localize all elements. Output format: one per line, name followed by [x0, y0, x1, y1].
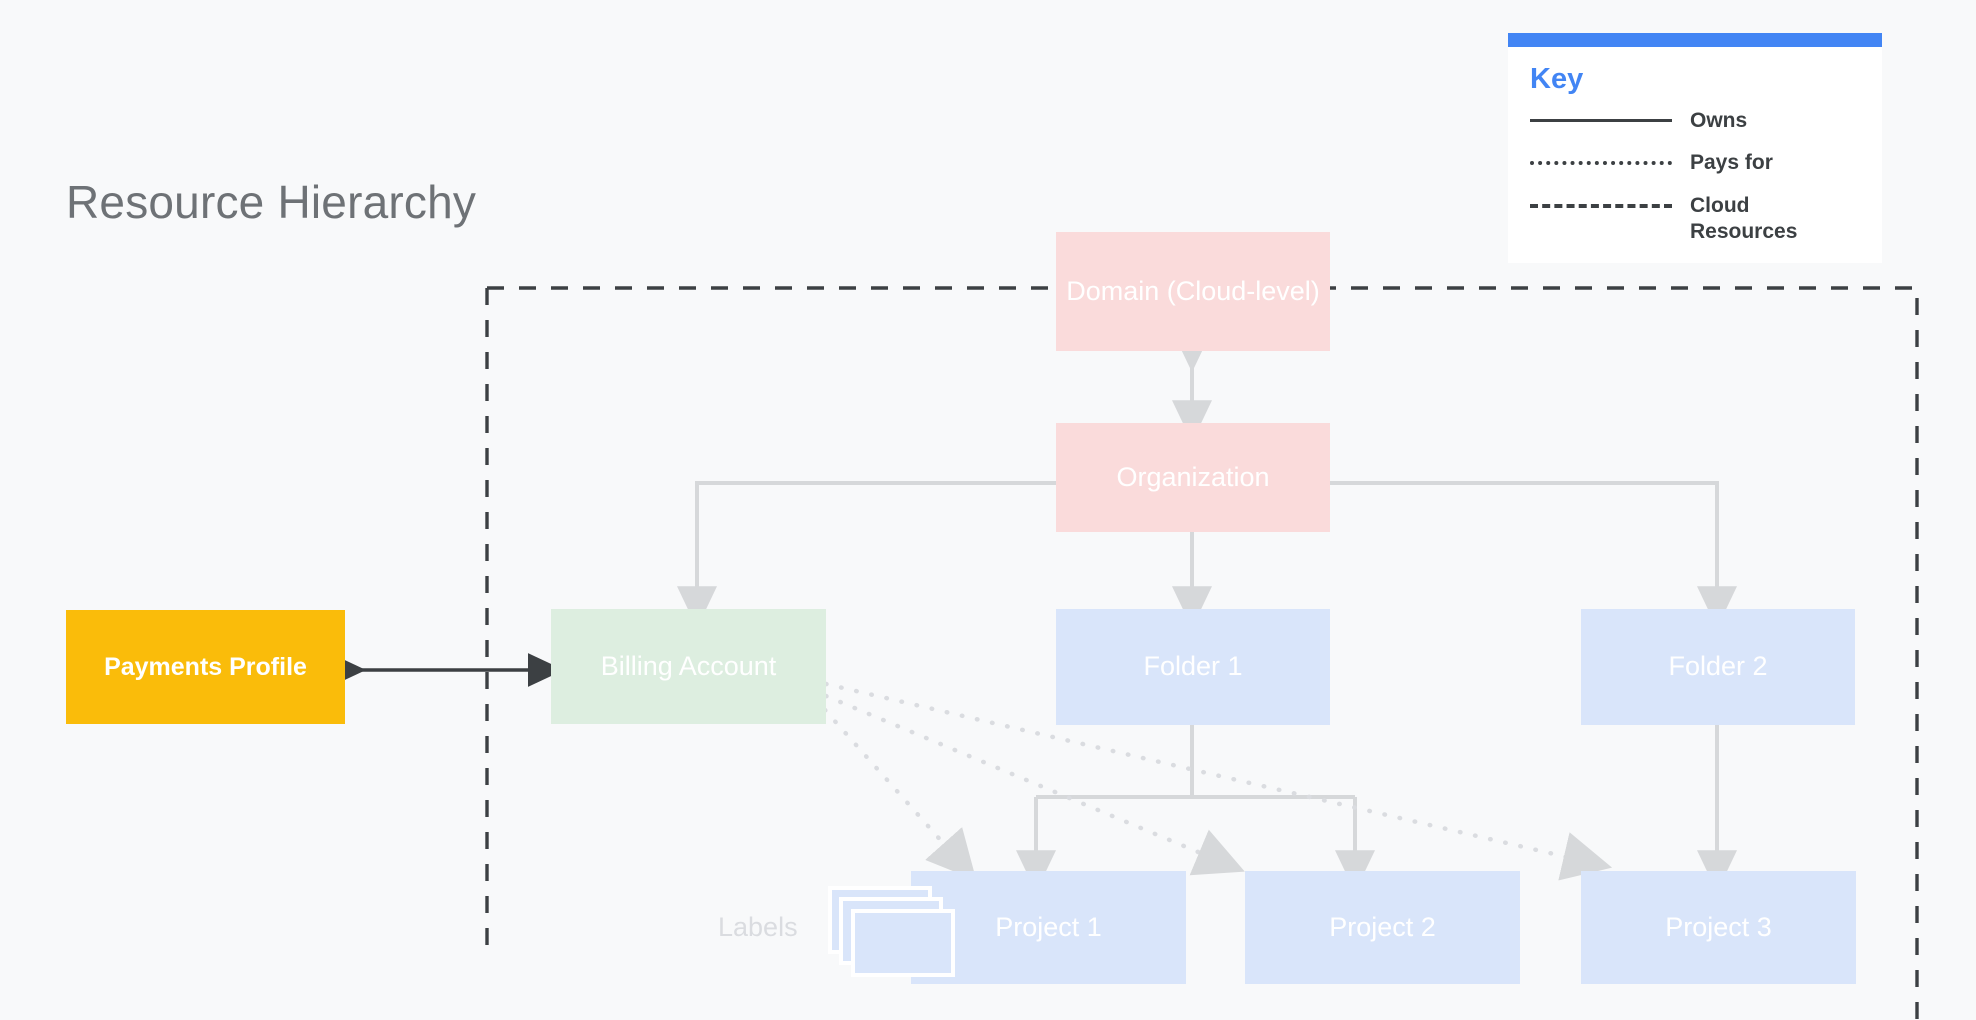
dotted-line-icon [1530, 161, 1672, 166]
key-heading: Key [1530, 63, 1584, 95]
solid-line-icon [1530, 119, 1672, 122]
node-payments-profile[interactable]: Payments Profile [66, 610, 345, 724]
key-panel-accent-bar [1508, 33, 1882, 47]
node-folder-1[interactable]: Folder 1 [1056, 609, 1330, 725]
key-panel: Key Owns Pays for Cloud Resources [1508, 33, 1882, 263]
dashed-line-icon [1530, 203, 1672, 208]
labels-stack-icon [828, 886, 956, 978]
labels-caption: Labels [718, 912, 798, 942]
node-project-2[interactable]: Project 2 [1245, 871, 1520, 984]
key-label-cloud-resources: Cloud Resources [1690, 193, 1798, 243]
key-label-pays-for: Pays for [1690, 151, 1773, 175]
node-domain[interactable]: Domain (Cloud-level) [1056, 232, 1330, 351]
node-project-1[interactable]: Project 1 [911, 871, 1186, 984]
key-row-owns: Owns [1530, 108, 1860, 134]
key-row-cloud-resources: Cloud Resources [1530, 193, 1860, 246]
key-label-owns: Owns [1690, 109, 1748, 132]
edge-folder1-branch [1036, 725, 1355, 799]
node-folder-2[interactable]: Folder 2 [1581, 609, 1855, 725]
node-billing-account[interactable]: Billing Account [551, 609, 826, 724]
node-organization[interactable]: Organization [1056, 423, 1330, 532]
edge-billing-project1 [822, 707, 977, 881]
node-project-3[interactable]: Project 3 [1581, 871, 1856, 984]
key-row-pays-for: Pays for [1530, 150, 1860, 176]
page-title: Resource Hierarchy [66, 176, 477, 228]
